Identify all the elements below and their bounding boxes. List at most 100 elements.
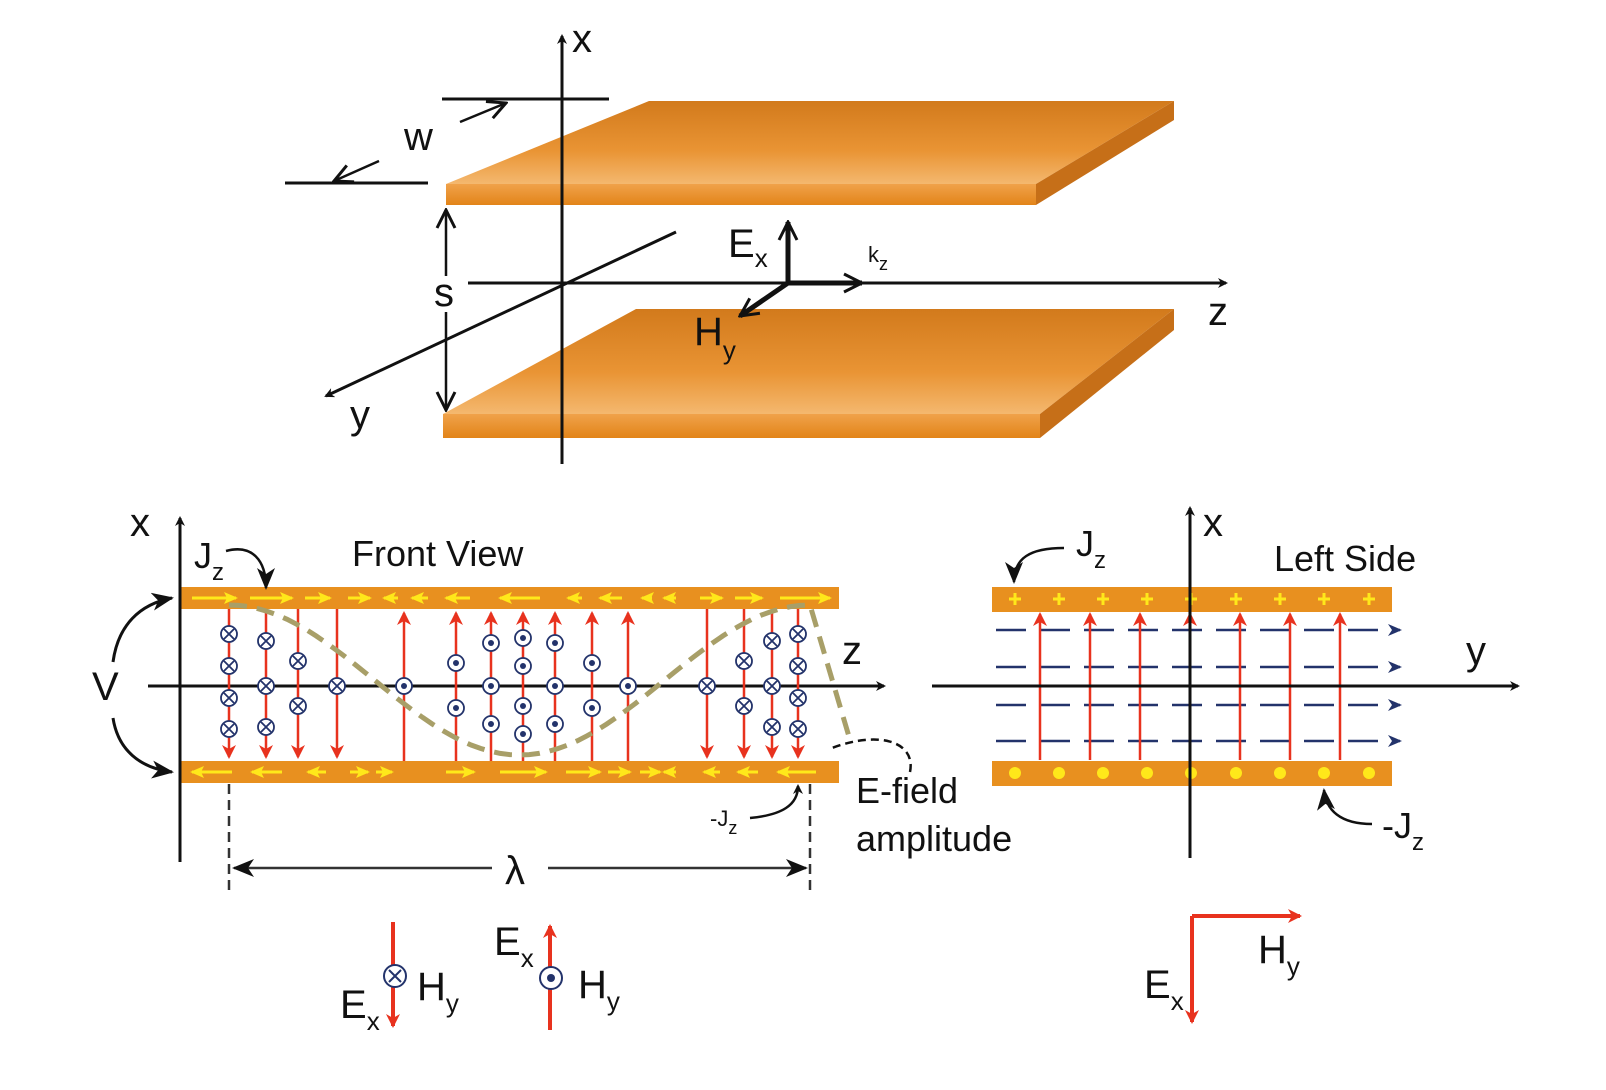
h-into-cross bbox=[701, 680, 713, 692]
side-x-axis-label: x bbox=[1203, 501, 1223, 545]
positive-charge bbox=[1318, 593, 1330, 605]
svg-text:Hy: Hy bbox=[1258, 928, 1300, 981]
h-into-cross bbox=[331, 680, 343, 692]
h-out-dot bbox=[625, 683, 631, 689]
envelope-curve bbox=[228, 602, 853, 758]
svg-text:Ex: Ex bbox=[1144, 963, 1184, 1016]
front-view: x z Front View Jz V -Jz E-field amplitud… bbox=[92, 501, 1012, 893]
h-into-cross bbox=[260, 680, 272, 692]
side-hfield-lines bbox=[996, 624, 1402, 747]
h-into-cross bbox=[223, 628, 235, 640]
h-into-cross bbox=[766, 680, 778, 692]
side-y-axis-label: y bbox=[1466, 629, 1486, 673]
negative-current-dot bbox=[1141, 767, 1153, 779]
negative-current-dot bbox=[1230, 767, 1242, 779]
h-into-cross bbox=[223, 692, 235, 704]
positive-charge bbox=[1097, 593, 1109, 605]
legend: Hy Ex Hy Ex Hy Ex bbox=[340, 909, 1302, 1036]
h-into-cross bbox=[766, 721, 778, 733]
hy-label-3d: Hy bbox=[694, 310, 736, 365]
kz-label: kz bbox=[868, 242, 888, 274]
negative-current-dot bbox=[1274, 767, 1286, 779]
side-charges bbox=[1009, 593, 1375, 779]
legend-ex-up-hy-out: Hy Ex bbox=[494, 920, 620, 1030]
ex-label-3d: Ex bbox=[728, 222, 768, 273]
side-view: x y Left Side Jz -Jz bbox=[932, 501, 1520, 858]
positive-charge bbox=[1009, 593, 1021, 605]
h-out-dot bbox=[401, 683, 407, 689]
h-into-cross bbox=[223, 723, 235, 735]
negative-current-dot bbox=[1097, 767, 1109, 779]
positive-charge bbox=[1363, 593, 1375, 605]
efield-amplitude-label-1: E-field bbox=[856, 770, 958, 811]
svg-text:Hy: Hy bbox=[578, 963, 620, 1016]
negative-current-dot bbox=[1053, 767, 1065, 779]
h-out-dot bbox=[453, 705, 459, 711]
h-into-cross bbox=[292, 655, 304, 667]
h-out-dot bbox=[520, 731, 526, 737]
svg-text:Hy: Hy bbox=[417, 965, 459, 1018]
h-into-cross bbox=[260, 721, 272, 733]
front-hfield-markers bbox=[220, 625, 807, 743]
width-label: w bbox=[403, 115, 433, 159]
positive-charge bbox=[1274, 593, 1286, 605]
field-triad: Ex kz Hy bbox=[694, 222, 888, 365]
efield-amplitude-label-2: amplitude bbox=[856, 818, 1012, 859]
h-into-cross bbox=[223, 660, 235, 672]
h-out-dot bbox=[552, 640, 558, 646]
h-out-dot bbox=[589, 660, 595, 666]
spacing-dimension: s bbox=[434, 210, 454, 410]
wavelength-dimension: λ bbox=[227, 784, 812, 893]
h-out-dot bbox=[552, 721, 558, 727]
h-out-dot bbox=[552, 683, 558, 689]
y-axis-3d bbox=[324, 230, 677, 398]
h-out-dot bbox=[488, 683, 494, 689]
h-into-cross bbox=[792, 660, 804, 672]
side-jz-label: Jz bbox=[1076, 523, 1106, 574]
h-into-cross bbox=[792, 628, 804, 640]
z-axis-label-3d: z bbox=[1208, 290, 1228, 334]
h-out-dot bbox=[589, 705, 595, 711]
h-into-cross bbox=[738, 655, 750, 667]
h-into-cross bbox=[260, 635, 272, 647]
h-out-dot bbox=[488, 721, 494, 727]
y-axis-label-3d: y bbox=[350, 393, 370, 437]
legend-ex-down-hy-into: Hy Ex bbox=[340, 922, 459, 1036]
negative-current-dot bbox=[1009, 767, 1021, 779]
negative-current-dot bbox=[1318, 767, 1330, 779]
h-out-dot bbox=[520, 663, 526, 669]
efield-amplitude-envelope bbox=[228, 602, 853, 758]
h-into-cross bbox=[792, 723, 804, 735]
isometric-view: x z y w s Ex kz Hy bbox=[285, 17, 1228, 464]
h-into-cross bbox=[738, 700, 750, 712]
positive-charge bbox=[1053, 593, 1065, 605]
h-into-cross bbox=[792, 692, 804, 704]
front-view-title: Front View bbox=[352, 533, 524, 574]
front-z-axis-label: z bbox=[842, 629, 862, 673]
h-into-cross bbox=[292, 700, 304, 712]
side-neg-jz-label: -Jz bbox=[1382, 805, 1424, 856]
negative-current-dot bbox=[1363, 767, 1375, 779]
svg-text:Ex: Ex bbox=[494, 920, 534, 973]
x-axis-label-3d: x bbox=[572, 17, 592, 61]
width-dimension: w bbox=[285, 97, 609, 185]
upper-plate bbox=[446, 101, 1174, 205]
front-jz-label: Jz bbox=[194, 535, 224, 586]
h-out-dot bbox=[520, 703, 526, 709]
positive-charge bbox=[1141, 593, 1153, 605]
legend-side-orientation: Hy Ex bbox=[1144, 909, 1302, 1024]
h-into-cross bbox=[766, 635, 778, 647]
positive-charge bbox=[1230, 593, 1242, 605]
lower-plate bbox=[443, 309, 1174, 438]
voltage-label: V bbox=[92, 665, 119, 709]
wavelength-label: λ bbox=[505, 849, 525, 893]
h-out-dot bbox=[520, 635, 526, 641]
front-x-axis-label: x bbox=[130, 501, 150, 545]
front-neg-jz-label: -Jz bbox=[710, 806, 737, 838]
h-out-dot bbox=[453, 660, 459, 666]
svg-text:Ex: Ex bbox=[340, 983, 380, 1036]
spacing-label: s bbox=[434, 271, 454, 315]
left-side-title: Left Side bbox=[1274, 538, 1416, 579]
